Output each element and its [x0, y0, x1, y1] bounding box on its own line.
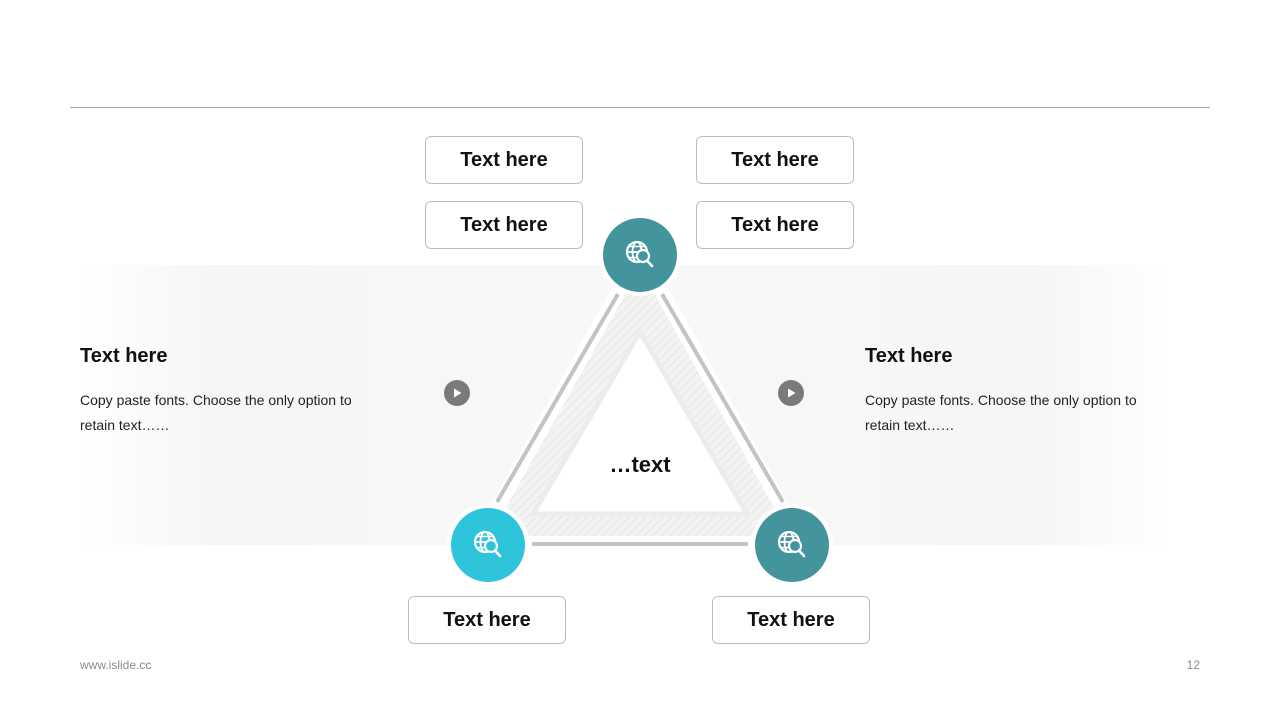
left-panel: Text here Copy paste fonts. Choose the o… — [80, 345, 380, 438]
globe-search-icon — [473, 530, 502, 558]
center-text: …text — [609, 452, 671, 477]
right-panel: Text here Copy paste fonts. Choose the o… — [865, 345, 1165, 438]
play-icon-right[interactable] — [778, 380, 804, 406]
label-box-top-left-2[interactable]: Text here — [425, 201, 583, 249]
label-box-bottom-left[interactable]: Text here — [408, 596, 566, 644]
footer-website: www.islide.cc — [80, 658, 152, 672]
label-box-top-right-1[interactable]: Text here — [696, 136, 854, 184]
right-panel-title: Text here — [865, 345, 953, 367]
label-box-top-right-2[interactable]: Text here — [696, 201, 854, 249]
label-box-top-left-1[interactable]: Text here — [425, 136, 583, 184]
header-divider — [70, 107, 1210, 108]
right-panel-body: Copy paste fonts. Choose the only option… — [865, 392, 1137, 433]
node-bottom-right — [755, 508, 829, 582]
left-panel-body: Copy paste fonts. Choose the only option… — [80, 392, 352, 433]
globe-search-icon — [777, 530, 806, 558]
triangle-inner — [528, 327, 752, 517]
label-box-bottom-right[interactable]: Text here — [712, 596, 870, 644]
node-bottom-left — [451, 508, 525, 582]
globe-search-icon — [625, 240, 654, 268]
connector-left — [495, 292, 620, 504]
node-top — [603, 218, 677, 292]
left-panel-title: Text here — [80, 345, 168, 367]
page-number: 12 — [1186, 658, 1200, 672]
connector-right — [660, 292, 785, 504]
play-icon-left[interactable] — [444, 380, 470, 406]
